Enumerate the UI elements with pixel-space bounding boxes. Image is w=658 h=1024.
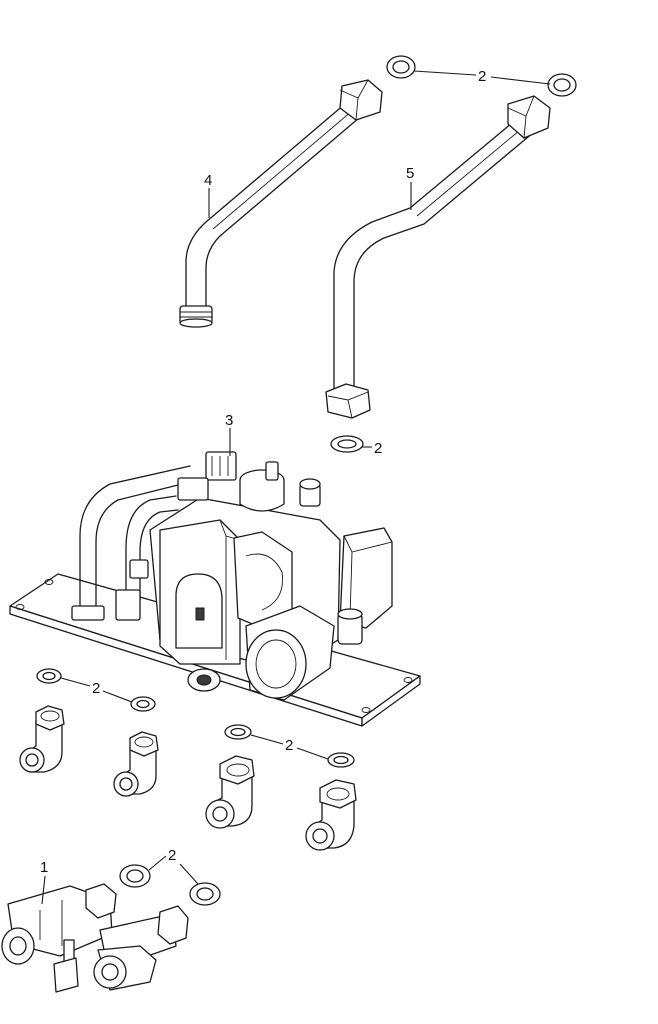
washer-mid-left-b <box>130 696 156 712</box>
washer-mid-right-b <box>327 752 355 768</box>
callout-2-washer-pipe5: 2 <box>374 440 382 457</box>
callout-2-bottom: 2 <box>168 847 176 864</box>
elbow-fitting-b <box>113 731 159 797</box>
callout-2-mid-right: 2 <box>285 737 293 754</box>
elbow-fitting-c <box>205 755 255 829</box>
callout-2-mid-left: 2 <box>92 680 100 697</box>
washer-mid-right-a <box>224 724 252 740</box>
callout-4: 4 <box>204 172 212 189</box>
elbow-fitting-a <box>19 705 65 773</box>
washer-mid-left-a <box>36 668 62 684</box>
washer-bottom-b <box>189 882 221 906</box>
pipe-part-4 <box>179 79 383 328</box>
callout-1: 1 <box>40 859 48 876</box>
washer-top-left <box>386 55 416 79</box>
hydraulic-unit-part-3 <box>9 451 421 727</box>
leader-lines <box>41 70 551 905</box>
washer-bottom-a <box>119 864 151 888</box>
pipe-part-5 <box>325 95 551 419</box>
elbow-fitting-d <box>305 779 357 851</box>
callout-2-top: 2 <box>478 68 486 85</box>
valve-assembly-part-1 <box>1 883 189 993</box>
callout-3: 3 <box>225 412 233 429</box>
washer-pipe5-bottom <box>330 435 364 453</box>
callout-5: 5 <box>406 165 414 182</box>
washer-top-right <box>547 73 577 97</box>
